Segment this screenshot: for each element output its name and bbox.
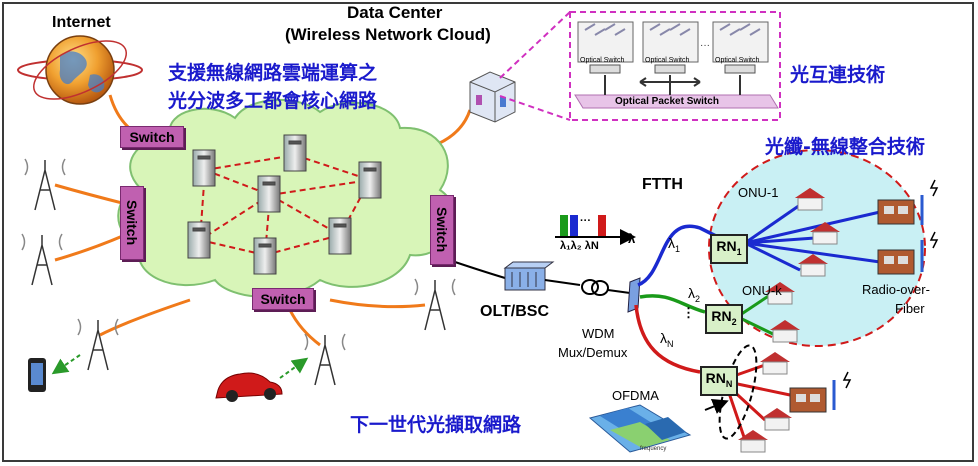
car-icon bbox=[215, 372, 283, 402]
svg-text:···: ··· bbox=[700, 40, 710, 51]
house-icon bbox=[738, 430, 768, 453]
remote-node-2: RN2 bbox=[705, 304, 743, 334]
optical-packet-switch: ··· bbox=[574, 21, 779, 109]
cell-tower-icon bbox=[24, 158, 66, 211]
rof-label-line1: Radio-over- bbox=[862, 282, 930, 297]
internet-globe-icon bbox=[17, 35, 143, 105]
servers bbox=[187, 134, 382, 275]
house-icon bbox=[770, 320, 800, 343]
fiber-spool-icon bbox=[581, 279, 609, 296]
wavelength-comb-label: λ₁λ₂ λN bbox=[560, 240, 599, 252]
lambda-n-label: λN bbox=[660, 330, 674, 349]
ofdma-axis-label: frequency bbox=[640, 446, 667, 452]
cell-tower-icon bbox=[21, 233, 63, 286]
remote-node-1: RN1 bbox=[710, 234, 748, 264]
rof-building-icon bbox=[877, 240, 924, 275]
cell-tower-icon bbox=[77, 318, 119, 371]
house-icon bbox=[765, 282, 795, 305]
house-icon bbox=[798, 254, 828, 277]
onu-k-label: ONU-k bbox=[742, 283, 782, 298]
data-center-subtitle: (Wireless Network Cloud) bbox=[285, 25, 491, 44]
server-icon bbox=[283, 134, 307, 172]
data-center-title: Data Center bbox=[347, 3, 443, 22]
switch-top-left: Switch bbox=[120, 126, 184, 148]
ofdma-pointer-arrow bbox=[704, 399, 729, 414]
lambda-1-label: λ1 bbox=[668, 235, 681, 254]
radio-wave-icons bbox=[842, 179, 939, 389]
internet-label: Internet bbox=[52, 14, 111, 31]
fiber-switch-olt bbox=[454, 261, 506, 279]
cloud-caption-line2: 光分波多工都會核心網路 bbox=[168, 90, 378, 112]
ofdma-label: OFDMA bbox=[612, 388, 659, 403]
rn2-drops bbox=[739, 293, 776, 337]
fiber-wireless-caption: 光纖-無線整合技術 bbox=[765, 136, 925, 158]
house-icon bbox=[760, 352, 790, 375]
rof-building-icon bbox=[789, 380, 836, 413]
smartphone-icon bbox=[28, 358, 46, 392]
ftth-label: FTTH bbox=[642, 176, 683, 193]
switch-bottom: Switch bbox=[252, 288, 314, 310]
data-center-building-icon bbox=[469, 71, 516, 123]
wireless-link-phone bbox=[51, 354, 81, 375]
remote-node-n: RNN bbox=[700, 366, 738, 396]
optical-interconnect-caption: 光互連技術 bbox=[790, 64, 886, 86]
cloud-caption-line1: 支援無線網路雲端運算之 bbox=[168, 62, 378, 84]
house-icon bbox=[762, 408, 792, 431]
olt-equipment-icon bbox=[503, 261, 555, 291]
server-icon bbox=[257, 175, 281, 213]
wavelength-comb-icon bbox=[555, 215, 636, 245]
optical-switch-label: Optical Switch bbox=[645, 57, 690, 64]
lambda-dots: ⋮ bbox=[682, 305, 695, 320]
optical-switch-label: Optical Switch bbox=[715, 57, 760, 64]
switch-right: Switch bbox=[430, 195, 454, 265]
switch-left: Switch bbox=[120, 186, 144, 260]
wireless-link-car bbox=[279, 357, 309, 379]
server-icon bbox=[358, 161, 382, 199]
cell-tower-icon bbox=[414, 278, 456, 331]
rof-antenna-icons bbox=[789, 179, 939, 413]
lambda-2-fiber bbox=[639, 294, 706, 314]
wavelength-axis-symbol: λ bbox=[628, 231, 636, 246]
onu-1-label: ONU-1 bbox=[738, 185, 779, 200]
rof-building-icon bbox=[877, 195, 924, 225]
ofdma-spectrum-icon bbox=[588, 404, 692, 453]
server-icon bbox=[253, 237, 277, 275]
cell-tower-icons bbox=[21, 158, 456, 386]
server-icon bbox=[328, 217, 352, 255]
cell-tower-icon bbox=[304, 333, 346, 386]
lambda-2-label: λ2 bbox=[688, 285, 701, 304]
lambda-1-fiber bbox=[637, 224, 721, 287]
server-icon bbox=[187, 221, 211, 259]
rn1-drops bbox=[744, 203, 881, 272]
house-icon bbox=[795, 188, 825, 198]
callout-lines bbox=[499, 11, 781, 121]
olt-label: OLT/BSC bbox=[480, 303, 550, 320]
optical-switch-label: Optical Switch bbox=[580, 57, 625, 64]
rof-label-line2: Fiber bbox=[895, 301, 925, 316]
house-icon bbox=[810, 222, 840, 245]
lambda-n-fiber bbox=[634, 304, 701, 374]
access-network-caption: 下一世代光擷取網路 bbox=[350, 414, 522, 436]
wdm-label-line1: WDM bbox=[582, 326, 615, 341]
ftth-area bbox=[708, 149, 926, 347]
server-icon bbox=[192, 149, 216, 187]
wdm-label-line2: Mux/Demux bbox=[558, 345, 628, 360]
wavelength-comb-dots: ··· bbox=[580, 215, 591, 227]
optical-packet-switch-label: Optical Packet Switch bbox=[615, 96, 719, 107]
